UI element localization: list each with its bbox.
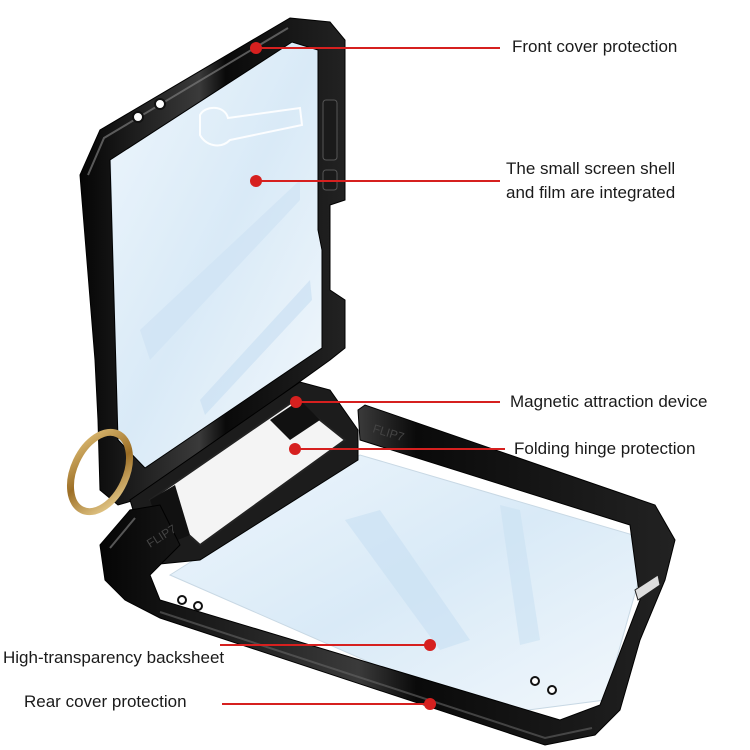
callout-label-small-screen: The small screen shell and film are inte…: [506, 159, 676, 202]
callout-label-front-cover: Front cover protection: [512, 37, 678, 56]
rear-cover-shell: FLIP7 FLIP7: [99, 381, 676, 746]
callout-dot-front-cover: [250, 42, 262, 54]
callout-label-rear-cover: Rear cover protection: [24, 692, 187, 711]
callout-label-backsheet: High-transparency backsheet: [3, 648, 225, 667]
ring-holder: [66, 428, 134, 516]
callout-markers: [220, 42, 505, 710]
callout-dot-magnetic: [290, 396, 302, 408]
front-cover-shell: [79, 17, 346, 506]
callout-dot-small-screen: [250, 175, 262, 187]
callout-label-magnetic: Magnetic attraction device: [510, 392, 708, 411]
callout-label-hinge: Folding hinge protection: [514, 439, 696, 458]
callout-dot-rear-cover: [424, 698, 436, 710]
callout-dot-backsheet: [424, 639, 436, 651]
callout-dot-hinge: [289, 443, 301, 455]
